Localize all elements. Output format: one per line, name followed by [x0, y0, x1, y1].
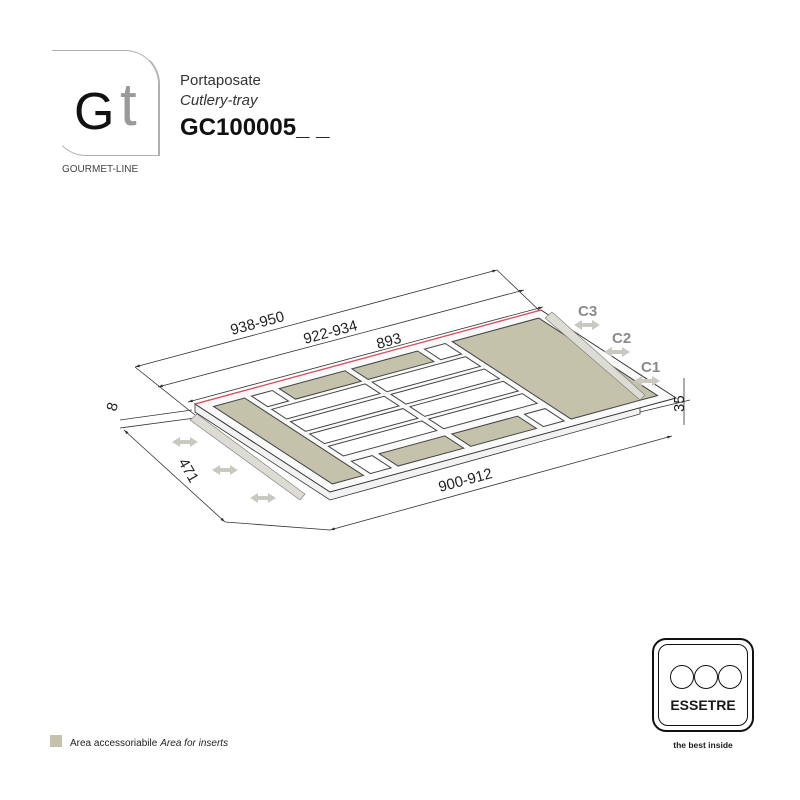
- back-edge-highlight: [194, 309, 542, 405]
- brand-line-name: GOURMET-LINE: [62, 164, 139, 175]
- circle-icon: [694, 665, 718, 689]
- dim-tray-length: 893: [375, 330, 404, 353]
- manufacturer-name: ESSETRE: [670, 697, 736, 713]
- dimension-lines: [119, 269, 691, 531]
- circle-icon: [670, 665, 694, 689]
- logo-letter-t: t: [120, 71, 137, 138]
- essetre-logo-inner: ESSETRE: [658, 644, 748, 726]
- legend-label-en: Area for inserts: [160, 738, 229, 749]
- label-c1: C1: [641, 359, 660, 376]
- legend-swatch: [50, 735, 62, 747]
- dim-inner-length: 922-934: [302, 317, 360, 348]
- tray-top: [195, 310, 676, 492]
- product-code: GC100005_ _: [180, 114, 330, 141]
- logo-frame: [52, 50, 160, 156]
- dim-offset: 8: [103, 401, 122, 413]
- dim-depth: 471: [175, 456, 202, 486]
- manufacturer-tagline: the best inside: [673, 740, 733, 750]
- product-name-it: Portaposate: [180, 72, 261, 89]
- dim-height: 35: [671, 395, 688, 412]
- logo-letter-g: G: [74, 83, 115, 141]
- circle-icon: [718, 665, 742, 689]
- side-rails: [189, 311, 646, 501]
- cutlery-slots: [252, 343, 565, 473]
- product-name-en: Cutlery-tray: [180, 92, 258, 109]
- label-c2: C2: [612, 330, 631, 347]
- essetre-logo: ESSETRE: [652, 638, 754, 732]
- logo-frame-top: [52, 50, 159, 155]
- adjust-arrows: [172, 320, 660, 503]
- dim-front-length: 900-912: [437, 465, 495, 496]
- insert-area-left: [213, 398, 363, 484]
- legend-label-it: Area accessoriabile: [70, 738, 158, 749]
- label-c3: C3: [578, 303, 597, 320]
